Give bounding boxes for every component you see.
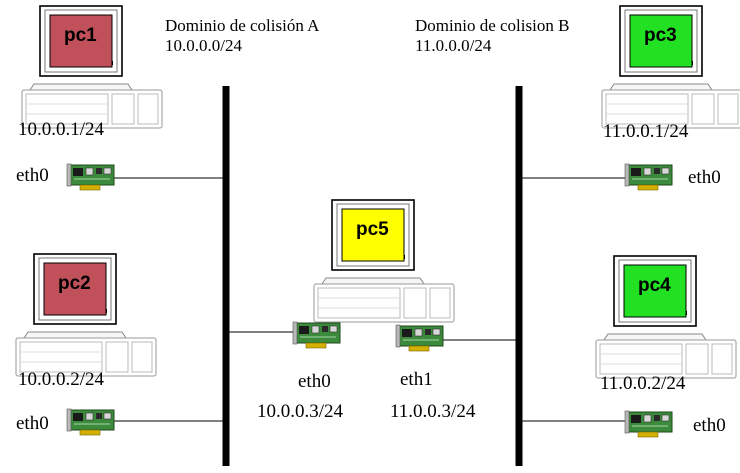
pc1-iface: eth0 [16, 165, 49, 186]
pc4-screen [623, 264, 687, 318]
pc2-screen [43, 262, 107, 316]
computer-icon-pc2[interactable]: pc2 [15, 253, 157, 377]
pc2-ip: 10.0.0.2/24 [18, 369, 105, 390]
network-card-icon-pc3 [624, 163, 673, 191]
pc3-ip: 11.0.0.1/24 [603, 121, 689, 142]
pc5-screen [341, 208, 405, 262]
domain-a-title: Dominio de colisión A [165, 16, 320, 35]
network-card-icon-pc1 [66, 163, 115, 191]
network-card-icon-pc5-eth1 [395, 324, 444, 352]
network-card-icon-pc5-eth0 [292, 321, 341, 349]
pc4-label: pc4 [638, 275, 671, 296]
pc1-screen [49, 14, 113, 68]
pc2-iface: eth0 [16, 413, 49, 434]
computer-icon-pc5[interactable]: pc5 [313, 199, 455, 323]
pc1-label: pc1 [64, 25, 97, 46]
network-card-icon-pc2 [66, 408, 115, 436]
pc3-label: pc3 [644, 25, 677, 46]
pc2-label: pc2 [58, 273, 91, 294]
pc5-label: pc5 [356, 219, 389, 240]
pc4-iface: eth0 [693, 415, 726, 436]
domain-b-network: 11.0.0.0/24 [415, 36, 492, 55]
pc5-eth0-ip: 10.0.0.3/24 [257, 401, 344, 422]
pc5-eth0-label: eth0 [298, 371, 331, 392]
computer-icon-pc3[interactable]: pc3 [601, 5, 740, 129]
pc4-ip: 11.0.0.2/24 [600, 373, 686, 394]
pc5-eth1-label: eth1 [400, 369, 433, 390]
pc3-screen [629, 14, 693, 68]
domain-a-network: 10.0.0.0/24 [165, 36, 242, 55]
pc1-ip: 10.0.0.1/24 [18, 119, 105, 140]
computer-icon-pc1[interactable]: pc1 [21, 5, 163, 129]
computer-icon-pc4[interactable]: pc4 [595, 255, 737, 379]
domain-b-title: Dominio de colision B [415, 16, 570, 35]
pc3-iface: eth0 [688, 167, 721, 188]
pc5-eth1-ip: 11.0.0.3/24 [390, 401, 476, 422]
domain-b-label: Dominio de colision B 11.0.0.0/24 [415, 16, 569, 56]
network-card-icon-pc4 [624, 410, 673, 438]
domain-a-label: Dominio de colisión A 10.0.0.0/24 [165, 16, 319, 56]
